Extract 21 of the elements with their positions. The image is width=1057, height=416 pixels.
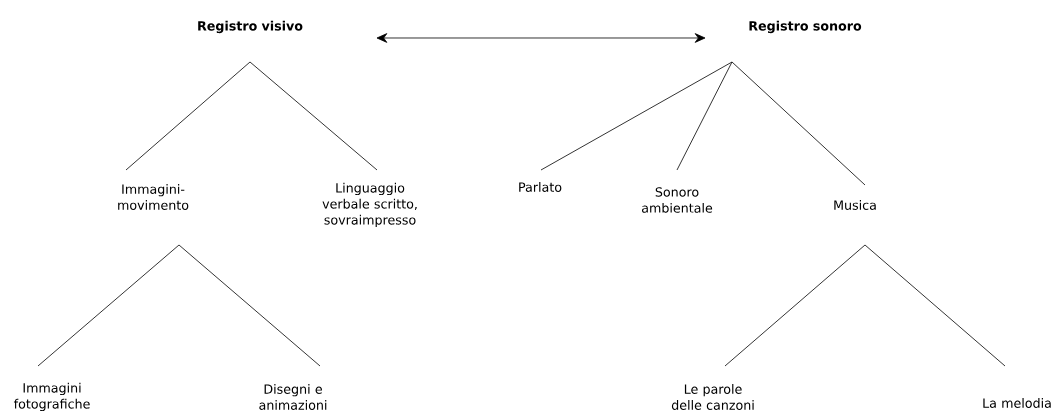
branch-line bbox=[125, 61, 251, 171]
double-arrow bbox=[376, 33, 706, 43]
branch-line bbox=[676, 61, 733, 171]
tree-label: Le parole delle canzoni bbox=[671, 384, 754, 410]
tree-label: Sonoro ambientale bbox=[642, 187, 713, 213]
heading-label: Registro visivo bbox=[198, 20, 303, 34]
tree-label: Immagini-movimento bbox=[118, 184, 189, 210]
branch-line bbox=[864, 244, 1006, 367]
branch-line bbox=[178, 244, 321, 367]
branch-line bbox=[37, 244, 180, 367]
branch-line bbox=[249, 61, 378, 171]
tree-label: Disegni e animazioni bbox=[259, 384, 327, 410]
tree-label: Musica bbox=[834, 200, 876, 210]
tree-label: Immagini fotografiche bbox=[13, 382, 90, 412]
tree-label: Parlato bbox=[519, 182, 562, 192]
tree-label: Linguaggio verbale scritto, sovraimpresso bbox=[322, 182, 417, 228]
branch-line bbox=[540, 61, 733, 171]
branch-line bbox=[724, 244, 866, 367]
heading-label: Registro sonoro bbox=[749, 20, 862, 34]
tree-label: La melodia bbox=[983, 398, 1051, 408]
branch-line bbox=[731, 61, 866, 186]
